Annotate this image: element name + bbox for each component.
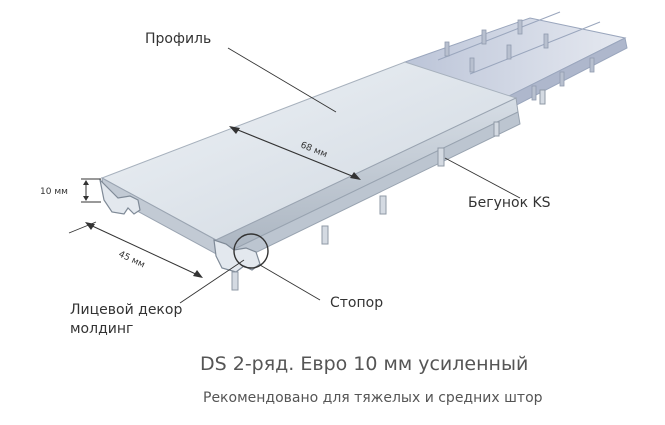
transparent-hooks bbox=[444, 19, 595, 101]
profile-cross-section-left bbox=[99, 178, 141, 215]
decor-leader-line bbox=[179, 259, 245, 304]
stopper-leader-line bbox=[259, 264, 321, 301]
dimension-10mm-label: 10 мм bbox=[40, 187, 68, 197]
profile-leader-line bbox=[227, 47, 337, 113]
runner-hooks bbox=[231, 89, 546, 291]
stopper-highlight-circle bbox=[233, 233, 269, 269]
stopper-label: Стопор bbox=[330, 295, 383, 311]
profile-label: Профиль bbox=[145, 31, 211, 47]
decor-label-line1: Лицевой декор bbox=[70, 302, 182, 318]
transparent-profile-section bbox=[403, 11, 628, 111]
dimension-10mm: 10 мм bbox=[40, 178, 101, 203]
caption-subtitle: Рекомендовано для тяжелых и средних штор bbox=[203, 390, 543, 406]
decor-label-line2: молдинг bbox=[70, 321, 133, 337]
runner-label: Бегунок KS bbox=[468, 195, 551, 211]
dimension-45mm-label: 45 мм bbox=[117, 250, 147, 271]
caption-title: DS 2-ряд. Евро 10 мм усиленный bbox=[200, 353, 528, 375]
runner-leader-line bbox=[444, 157, 521, 199]
